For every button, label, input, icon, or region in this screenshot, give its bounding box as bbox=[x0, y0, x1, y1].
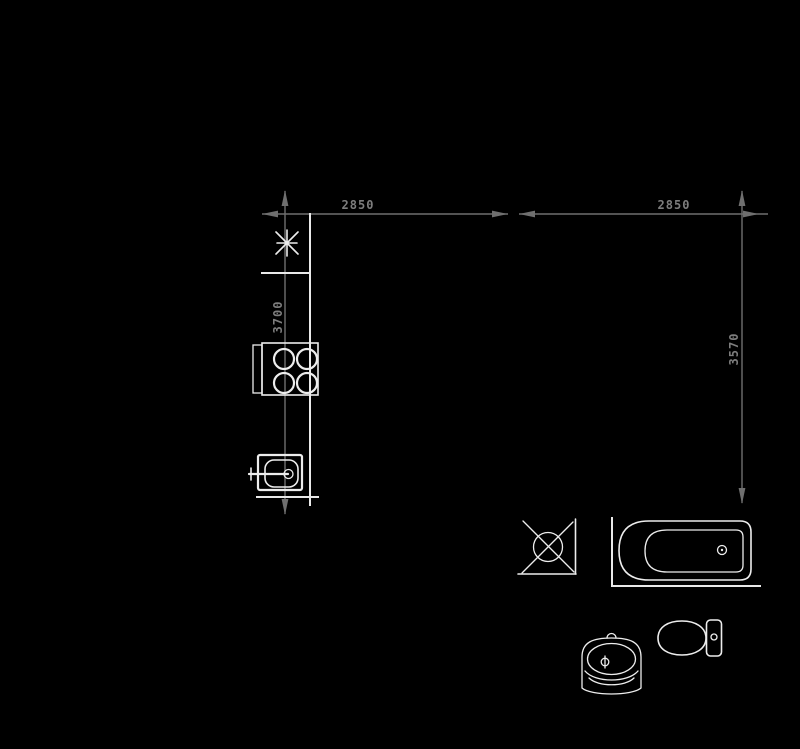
bathtub-outer bbox=[618, 520, 752, 581]
arrowhead-right-icon bbox=[492, 210, 508, 218]
dimension-left-vertical: 3700 bbox=[271, 190, 289, 515]
cooktop-control-strip bbox=[252, 344, 263, 394]
bathtub-drain bbox=[716, 544, 728, 556]
toilet-bowl bbox=[657, 620, 707, 656]
washbasin-faucet bbox=[606, 632, 617, 639]
dimension-top-right: 2850 bbox=[519, 198, 768, 218]
ceiling-light-icon bbox=[275, 229, 299, 257]
burner bbox=[272, 347, 296, 371]
arrowhead-down-icon bbox=[738, 488, 746, 504]
dimension-annotations: 2850 2850 3700 3570 bbox=[262, 190, 768, 515]
dimension-label: 3570 bbox=[727, 333, 741, 366]
arrowhead-left-icon bbox=[262, 210, 278, 218]
dimension-label: 2850 bbox=[342, 198, 375, 212]
burner bbox=[295, 347, 319, 371]
bathtub-drain-dot bbox=[720, 548, 724, 552]
kitchen-sink-icon bbox=[247, 453, 304, 492]
toilet-flush-button bbox=[710, 633, 718, 641]
arrowhead-right-icon bbox=[743, 210, 759, 218]
dimension-label: 2850 bbox=[658, 198, 691, 212]
arrowhead-left-icon bbox=[519, 210, 535, 218]
burner bbox=[272, 371, 296, 395]
washbasin-icon bbox=[581, 632, 642, 695]
washbasin-outer bbox=[581, 637, 642, 695]
washbasin-bowl bbox=[586, 642, 637, 676]
sink-outer bbox=[256, 453, 304, 492]
washbasin-skirt bbox=[588, 677, 635, 686]
sink-drain bbox=[283, 468, 294, 480]
bathtub-inner bbox=[644, 529, 744, 573]
bathtub-icon bbox=[618, 520, 752, 581]
dimension-label: 3700 bbox=[271, 301, 285, 334]
dimension-top-left: 2850 bbox=[262, 198, 508, 218]
cooktop-body bbox=[261, 342, 319, 396]
shower-drain bbox=[532, 531, 564, 563]
walls bbox=[256, 213, 761, 587]
arrowhead-down-icon bbox=[281, 499, 289, 515]
arrowhead-up-icon bbox=[738, 190, 746, 206]
cooktop-icon bbox=[252, 342, 319, 396]
burner bbox=[295, 371, 319, 395]
dimension-right-vertical: 3570 bbox=[727, 190, 746, 504]
washbasin-skirt bbox=[584, 670, 639, 681]
shower-icon bbox=[517, 518, 577, 575]
wall-bath-corner bbox=[611, 517, 761, 587]
arrowhead-up-icon bbox=[281, 190, 289, 206]
toilet-icon bbox=[657, 619, 723, 657]
toilet-cistern bbox=[705, 619, 723, 657]
shower-diagonal bbox=[521, 521, 574, 574]
